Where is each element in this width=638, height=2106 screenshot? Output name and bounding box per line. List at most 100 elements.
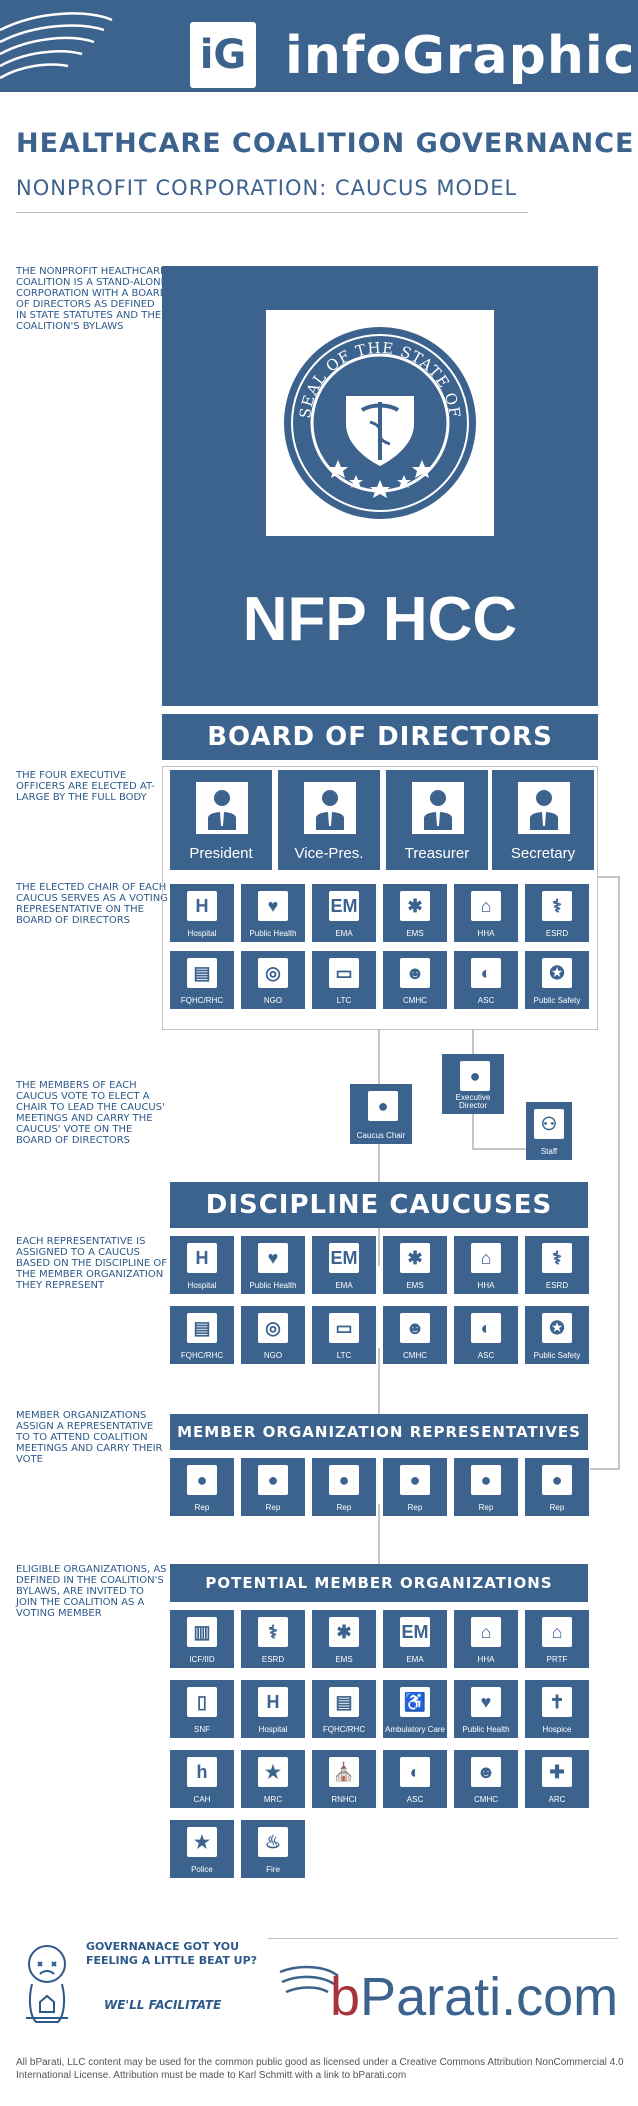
public-health-icon: ♥ — [258, 1243, 288, 1273]
rep-tile-rep: ●Rep — [454, 1458, 518, 1516]
hha-icon: ⌂ — [471, 891, 501, 921]
cmhc-icon: ☻ — [400, 1313, 430, 1343]
connector-reps-potential — [378, 1504, 380, 1564]
ems-icon: ✱ — [400, 1243, 430, 1273]
ems-icon: ✱ — [400, 891, 430, 921]
potential-tile-fqhc-rhc: ▤FQHC/RHC — [312, 1680, 376, 1738]
rep-icon: ● — [187, 1465, 217, 1495]
ngo-icon: ◎ — [258, 958, 288, 988]
public-health-icon: ♥ — [471, 1687, 501, 1717]
potential-tile-mrc: ★MRC — [241, 1750, 305, 1808]
note-corporation: THE NONPROFIT HEALTHCARE COALITION IS A … — [16, 266, 168, 332]
officer-president: President — [170, 770, 272, 870]
board-tile-public-safety: ✪Public Safety — [525, 951, 589, 1009]
logo-text: iG — [199, 32, 247, 78]
hospital-icon: H — [187, 1243, 217, 1273]
bparati-logo[interactable]: bParati.com — [330, 1967, 619, 2027]
caucus-tile-esrd: ⚕ESRD — [525, 1236, 589, 1294]
state-seal-frame: SEAL OF THE STATE OF — [266, 310, 494, 536]
hospital-icon: H — [187, 891, 217, 921]
esrd-icon: ⚕ — [258, 1617, 288, 1647]
caucus-tile-asc: ◐ASC — [454, 1306, 518, 1364]
person-icon — [196, 782, 248, 834]
potential-tile-hha: ⌂HHA — [454, 1610, 518, 1668]
potential-tile-hospice: ✝Hospice — [525, 1680, 589, 1738]
person-icon — [518, 782, 570, 834]
rep-icon: ● — [400, 1465, 430, 1495]
rep-icon: ● — [329, 1465, 359, 1495]
potential-tile-icf-iid: ▥ICF/IID — [170, 1610, 234, 1668]
mrc-icon: ★ — [258, 1757, 288, 1787]
connector-right-bottom — [590, 1468, 620, 1470]
prtf-icon: ⌂ — [542, 1617, 572, 1647]
public-safety-icon: ✪ — [542, 1313, 572, 1343]
cmhc-icon: ☻ — [471, 1757, 501, 1787]
ems-icon: ✱ — [329, 1617, 359, 1647]
board-tile-fqhc-rhc: ▤FQHC/RHC — [170, 951, 234, 1009]
board-of-directors-header: BOARD OF DIRECTORS — [162, 714, 598, 760]
caucus-tile-hha: ⌂HHA — [454, 1236, 518, 1294]
caucus-chair-node: ● Caucus Chair — [350, 1084, 412, 1144]
fqhc-rhc-icon: ▤ — [187, 1313, 217, 1343]
caucus-tile-fqhc-rhc: ▤FQHC/RHC — [170, 1306, 234, 1364]
caucus-tile-public-health: ♥Public Health — [241, 1236, 305, 1294]
note-representatives: EACH REPRESENTATIVE IS ASSIGNED TO A CAU… — [16, 1236, 167, 1291]
rep-icon: ● — [258, 1465, 288, 1495]
ema-icon: EM — [329, 891, 359, 921]
potential-tile-snf: ▯SNF — [170, 1680, 234, 1738]
connector-caucus-reps — [378, 1348, 380, 1424]
footer-facilitate: WE'LL FACILITATE — [104, 1998, 222, 2012]
discipline-caucuses-header: DISCIPLINE CAUCUSES — [170, 1182, 588, 1228]
state-seal-icon: SEAL OF THE STATE OF — [284, 327, 476, 519]
potential-tile-public-health: ♥Public Health — [454, 1680, 518, 1738]
note-eligible-orgs: ELIGIBLE ORGANIZATIONS, AS DEFINED IN TH… — [16, 1564, 167, 1619]
person-icon: ● — [368, 1091, 398, 1121]
org-chart-icon: ⚇ — [534, 1109, 564, 1139]
hospice-icon: ✝ — [542, 1687, 572, 1717]
potential-tile-ems: ✱EMS — [312, 1610, 376, 1668]
fire-icon: ♨ — [258, 1827, 288, 1857]
footer-tagline: GOVERNANACE GOT YOU FEELING A LITTLE BEA… — [86, 1940, 258, 1967]
rep-icon: ● — [542, 1465, 572, 1495]
connector-staff-vertical — [472, 1114, 474, 1150]
caucus-tile-ems: ✱EMS — [383, 1236, 447, 1294]
officer-treasurer: Treasurer — [386, 770, 488, 870]
board-tile-cmhc: ☻CMHC — [383, 951, 447, 1009]
ig-logo: iG — [190, 22, 256, 88]
board-tile-esrd: ⚕ESRD — [525, 884, 589, 942]
cmhc-icon: ☻ — [400, 958, 430, 988]
esrd-icon: ⚕ — [542, 891, 572, 921]
potential-tile-cmhc: ☻CMHC — [454, 1750, 518, 1808]
potential-tile-prtf: ⌂PRTF — [525, 1610, 589, 1668]
potential-tile-police: ★Police — [170, 1820, 234, 1878]
caucus-tile-ltc: ▭LTC — [312, 1306, 376, 1364]
staff-node: ⚇ Staff — [526, 1102, 572, 1160]
connector-right-top — [598, 876, 618, 878]
brand-title: infoGraphic — [285, 26, 636, 86]
officer-vice-pres: Vice-Pres. — [278, 770, 380, 870]
board-tile-public-health: ♥Public Health — [241, 884, 305, 942]
rep-icon: ● — [471, 1465, 501, 1495]
hha-icon: ⌂ — [471, 1617, 501, 1647]
rep-tile-rep: ●Rep — [525, 1458, 589, 1516]
note-member-orgs: MEMBER ORGANIZATIONS ASSIGN A REPRESENTA… — [16, 1410, 163, 1465]
note-elected-chair: THE ELECTED CHAIR OF EACH CAUCUS SERVES … — [16, 882, 168, 926]
ltc-icon: ▭ — [329, 1313, 359, 1343]
connector-right-vertical — [618, 876, 620, 1470]
board-outline — [162, 766, 598, 1030]
connector-center-vertical — [378, 1030, 380, 1266]
potential-tile-arc: ✚ARC — [525, 1750, 589, 1808]
header-banner — [0, 0, 638, 92]
board-tile-ngo: ◎NGO — [241, 951, 305, 1009]
cah-icon: h — [187, 1757, 217, 1787]
person-icon: ● — [460, 1061, 490, 1091]
potential-tile-esrd: ⚕ESRD — [241, 1610, 305, 1668]
officer-secretary: Secretary — [492, 770, 594, 870]
caucus-tile-cmhc: ☻CMHC — [383, 1306, 447, 1364]
bparati-swirl-icon — [279, 1965, 339, 1994]
board-tile-ltc: ▭LTC — [312, 951, 376, 1009]
